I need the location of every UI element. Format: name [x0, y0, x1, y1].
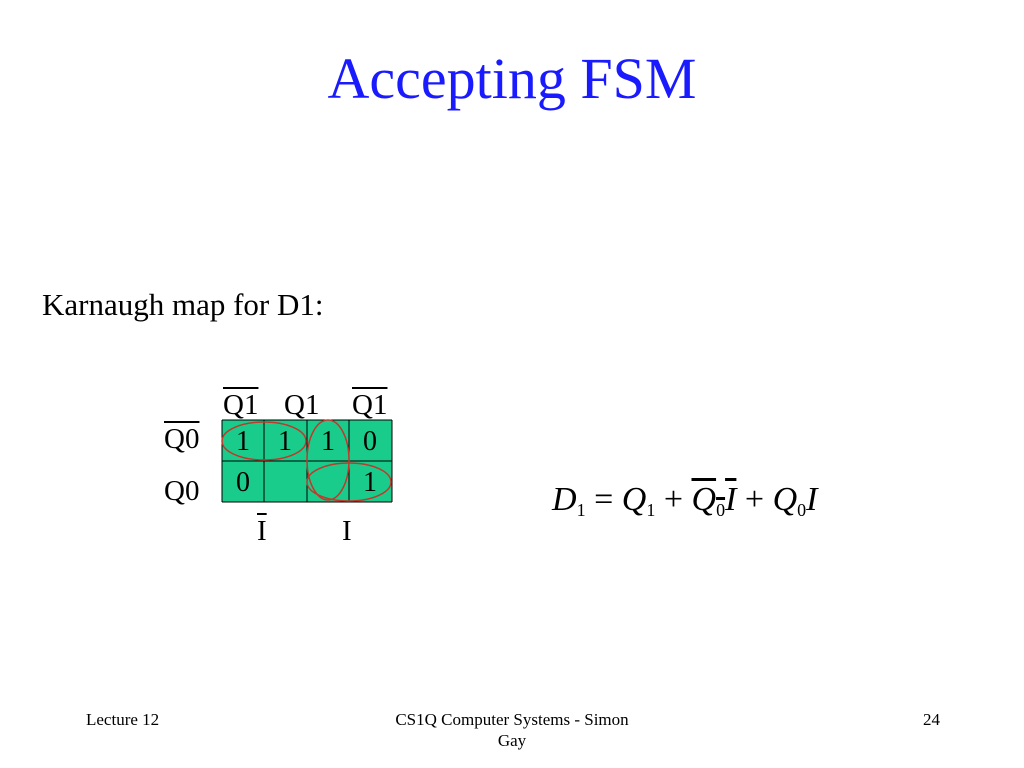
eq-term3-input: I — [806, 481, 818, 518]
eq-term2-complemented: Q0 — [691, 481, 726, 520]
kmap-cell-r0-c0: 1 — [236, 426, 250, 457]
boolean-equation: D1 = Q1 + Q0I + Q0I — [552, 481, 818, 520]
bottom-label-not-i: I — [257, 515, 267, 547]
kmap-cell-r0-c1: 1 — [278, 426, 292, 457]
kmap-cell-r0-c2: 1 — [321, 426, 335, 457]
slide-subtitle: Karnaugh map for D1: — [42, 287, 324, 322]
eq-lhs-sub: 1 — [576, 500, 586, 520]
footer-course: CS1Q Computer Systems - Simon Gay — [362, 709, 662, 752]
eq-term3-symbol: Q — [772, 481, 798, 518]
eq-equals: = — [594, 481, 614, 518]
eq-plus-1: + — [663, 481, 683, 518]
row-header-q0: Q0 — [164, 475, 200, 507]
kmap-cell-r1-c3: 1 — [363, 467, 377, 498]
eq-plus-2: + — [744, 481, 765, 518]
footer-lecture: Lecture 12 — [86, 710, 160, 729]
column-header-not-q1-right: Q1 — [352, 389, 388, 421]
eq-term1-sub: 1 — [646, 500, 656, 520]
kmap-loop-vertical — [306, 419, 350, 501]
column-header-not-q1-left: Q1 — [223, 389, 259, 421]
footer-page-number: 24 — [923, 710, 940, 729]
kmap-loop-bottom-pair — [306, 462, 392, 502]
kmap-loop-top-pair — [221, 421, 307, 461]
row-header-not-q0: Q0 — [164, 423, 200, 455]
eq-term3-sub: 0 — [797, 500, 807, 520]
kmap-cell-r0-c3: 0 — [363, 426, 377, 457]
bottom-label-i: I — [342, 515, 352, 547]
kmap-cell-r1-c0: 0 — [236, 467, 250, 498]
footer-course-line1: CS1Q Computer Systems - Simon — [395, 710, 629, 729]
eq-lhs-symbol: D — [552, 481, 577, 518]
eq-term2-symbol: Q — [691, 481, 717, 518]
column-header-q1: Q1 — [284, 389, 320, 421]
kmap-grid — [221, 419, 393, 503]
footer-course-line2: Gay — [497, 731, 527, 751]
slide-title: Accepting FSM — [327, 46, 697, 111]
eq-term2-input: I — [725, 481, 737, 518]
eq-term1-symbol: Q — [621, 481, 647, 518]
eq-term2-sub: 0 — [716, 500, 726, 520]
